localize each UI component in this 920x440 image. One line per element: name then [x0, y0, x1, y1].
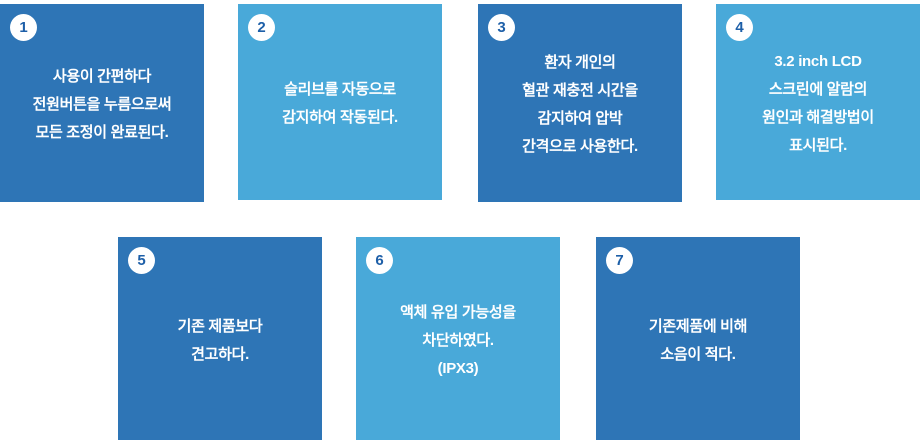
feature-card-6: 6 액체 유입 가능성을 차단하였다. (IPX3)	[356, 237, 560, 440]
feature-card-1: 1 사용이 간편하다 전원버튼을 누름으로써 모든 조정이 완료된다.	[0, 4, 204, 202]
feature-text-7: 기존제품에 비해 소음이 적다.	[648, 317, 748, 363]
number-badge-7: 7	[606, 247, 633, 274]
feature-card-7: 7 기존제품에 비해 소음이 적다.	[596, 237, 800, 440]
feature-card-5: 5 기존 제품보다 견고하다.	[118, 237, 322, 440]
number-badge-5: 5	[128, 247, 155, 274]
feature-card-2: 2 슬리브를 자동으로 감지하여 작동된다.	[238, 4, 442, 200]
feature-text-2: 슬리브를 자동으로 감지하여 작동된다.	[282, 81, 398, 126]
feature-card-4: 4 3.2 inch LCD 스크린에 알람의 원인과 해결방법이 표시된다.	[716, 4, 920, 200]
feature-card-3: 3 환자 개인의 혈관 재충전 시간을 감지하여 압박 간격으로 사용한다.	[478, 4, 682, 202]
number-badge-3: 3	[488, 14, 515, 41]
number-badge-1: 1	[10, 14, 37, 41]
feature-text-4: 3.2 inch LCD 스크린에 알람의 원인과 해결방법이 표시된다.	[762, 53, 874, 154]
number-badge-4: 4	[726, 14, 753, 41]
feature-text-3: 환자 개인의 혈관 재충전 시간을 감지하여 압박 간격으로 사용한다.	[522, 54, 638, 155]
feature-text-5: 기존 제품보다 견고하다.	[177, 317, 263, 363]
feature-text-1: 사용이 간편하다 전원버튼을 누름으로써 모든 조정이 완료된다.	[32, 68, 172, 141]
feature-text-6: 액체 유입 가능성을 차단하였다. (IPX3)	[400, 303, 516, 377]
number-badge-2: 2	[248, 14, 275, 41]
number-badge-6: 6	[366, 247, 393, 274]
